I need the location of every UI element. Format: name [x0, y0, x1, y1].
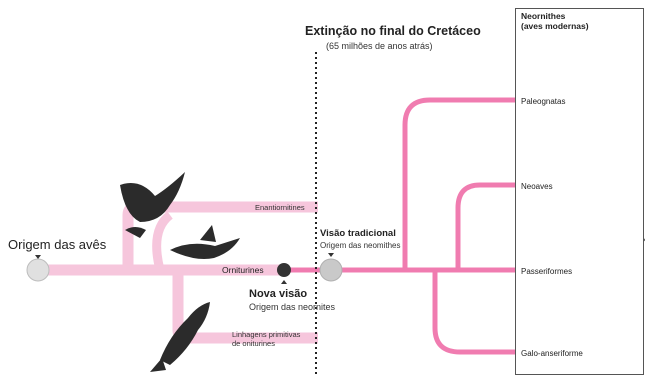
primitive-label-line2: de oniturines [232, 339, 275, 348]
group-label-passeriformes: Passeriformes [521, 267, 572, 276]
new-view-subtitle: Origem das neornites [249, 302, 335, 312]
neoaves-split [435, 270, 520, 352]
primitive-label-line1: Linhagens primitivas [232, 330, 300, 339]
extinction-subtitle: (65 milhões de anos atrás) [326, 41, 433, 51]
origin-node [27, 259, 49, 281]
neornithes-title: Neornithes (aves modernas) [521, 11, 589, 31]
new-view-title: Nova visão [249, 288, 307, 300]
traditional-pointer-icon [328, 253, 334, 257]
ornithurine-arc [157, 215, 170, 270]
neornithes-panel: Neornithes (aves modernas) Paleognatas N… [515, 8, 644, 375]
new-view-node [277, 263, 291, 277]
ornithurines-label: Orniturines [222, 265, 264, 275]
neornithes-title-line1: Neornithes [521, 11, 589, 21]
new-view-pointer-icon [281, 280, 287, 284]
neornithes-title-line2: (aves modernas) [521, 21, 589, 31]
group-label-paleognatas: Paleognatas [521, 97, 565, 106]
traditional-view-subtitle: Origem das neomithes [320, 241, 400, 250]
traditional-view-node [320, 259, 342, 281]
traditional-view-title: Visão tradicional [320, 228, 396, 239]
enantiornithes-label: Enantiornitines [255, 203, 305, 212]
group-label-galo-anseriforme: Galo-anseriforme [521, 349, 583, 358]
extinction-title: Extinção no final do Cretáceo [305, 24, 481, 38]
origin-label: Origem das avês [8, 237, 106, 252]
neoaves-branch [458, 185, 520, 270]
group-label-neoaves: Neoaves [521, 182, 553, 191]
bird-silhouette-icon [170, 225, 240, 259]
neornithes-branches [286, 100, 520, 352]
origin-pointer-icon [35, 255, 41, 259]
